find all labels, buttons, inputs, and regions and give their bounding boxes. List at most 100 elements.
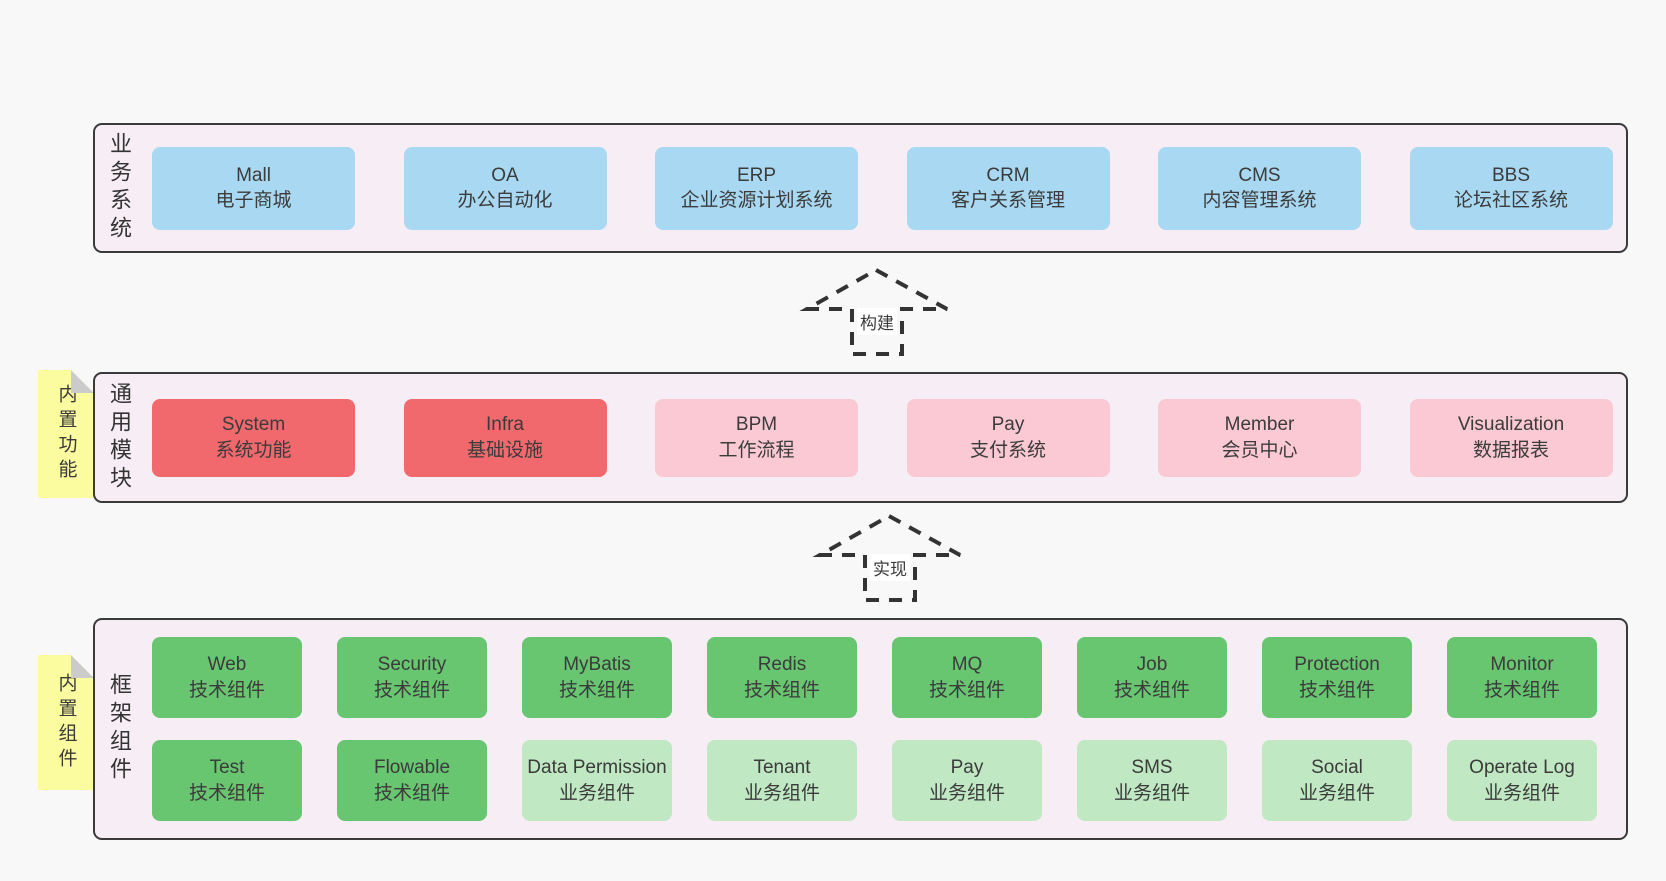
modules-rows: System 系统功能 Infra 基础设施 BPM 工作流程 Pay 支付系统… (143, 374, 1626, 501)
box-subtitle: 技术组件 (558, 679, 635, 701)
box-subtitle: 业务组件 (1113, 782, 1190, 804)
business-rows: Mall 电子商城 OA 办公自动化 ERP 企业资源计划系统 CRM 客户关系… (143, 125, 1626, 251)
box-pay-module: Pay 支付系统 (906, 398, 1110, 477)
box-title: Data Permission (527, 757, 667, 779)
box-subtitle: 论坛社区系统 (1453, 190, 1568, 211)
box-subtitle: 系统功能 (215, 439, 292, 461)
framework-row-2: Test 技术组件 Flowable 技术组件 Data Permission … (152, 740, 1613, 821)
box-subtitle: 数据报表 (1472, 439, 1549, 461)
box-infra: Infra 基础设施 (403, 398, 607, 477)
box-title: Mall (236, 164, 271, 186)
note-label: 内置功能 (55, 384, 77, 484)
box-subtitle: 技术组件 (188, 679, 265, 701)
box-pay-component: Pay 业务组件 (892, 740, 1042, 821)
box-job: Job 技术组件 (1077, 637, 1227, 718)
box-crm: CRM 客户关系管理 (906, 146, 1110, 230)
box-subtitle: 技术组件 (188, 782, 265, 804)
framework-row-1: Web 技术组件 Security 技术组件 MyBatis 技术组件 Redi… (152, 637, 1613, 718)
box-erp: ERP 企业资源计划系统 (655, 146, 858, 230)
box-data-permission: Data Permission 业务组件 (522, 740, 672, 821)
box-visualization: Visualization 数据报表 (1409, 398, 1613, 477)
box-title: Security (377, 654, 447, 676)
section-common-modules: 通用模块 System 系统功能 Infra 基础设施 BPM 工作流程 Pay… (93, 372, 1628, 503)
box-title: Monitor (1490, 654, 1554, 676)
box-social: Social 业务组件 (1262, 740, 1412, 821)
box-subtitle: 业务组件 (1298, 782, 1375, 804)
box-title: Tenant (753, 757, 811, 779)
box-title: MQ (951, 654, 983, 676)
box-flowable: Flowable 技术组件 (337, 740, 487, 821)
box-subtitle: 工作流程 (718, 439, 795, 461)
box-subtitle: 技术组件 (928, 679, 1005, 701)
section-business-label: 业务系统 (107, 132, 132, 244)
box-title: System (221, 414, 286, 436)
box-title: BPM (735, 414, 778, 436)
section-business-systems: 业务系统 Mall 电子商城 OA 办公自动化 ERP 企业资源计划系统 CRM… (93, 123, 1628, 253)
box-subtitle: 基础设施 (466, 439, 543, 461)
box-subtitle: 企业资源计划系统 (680, 190, 833, 211)
box-system: System 系统功能 (152, 398, 355, 477)
box-title: Operate Log (1469, 757, 1575, 779)
section-framework-components: 框架组件 Web 技术组件 Security 技术组件 MyBatis 技术组件… (93, 618, 1628, 840)
box-title: Web (207, 654, 247, 676)
box-subtitle: 技术组件 (1298, 679, 1375, 701)
implement-arrow: 实现 (810, 510, 970, 606)
note-built-in-components: 内置组件 (38, 655, 94, 790)
section-modules-label: 通用模块 (107, 381, 132, 494)
folded-corner-icon (71, 655, 94, 678)
box-bpm: BPM 工作流程 (655, 398, 858, 477)
box-subtitle: 技术组件 (373, 782, 450, 804)
box-subtitle: 业务组件 (743, 782, 820, 804)
box-title: Visualization (1457, 414, 1565, 436)
box-monitor: Monitor 技术组件 (1447, 637, 1597, 718)
box-oa: OA 办公自动化 (403, 146, 607, 230)
box-title: Job (1136, 654, 1168, 676)
framework-rows: Web 技术组件 Security 技术组件 MyBatis 技术组件 Redi… (143, 620, 1626, 838)
box-title: BBS (1491, 164, 1531, 186)
box-subtitle: 内容管理系统 (1202, 190, 1317, 211)
box-subtitle: 办公自动化 (457, 190, 553, 211)
section-framework-label: 框架组件 (107, 673, 132, 785)
box-title: ERP (736, 164, 777, 186)
box-title: Protection (1294, 654, 1380, 676)
box-bbs: BBS 论坛社区系统 (1409, 146, 1613, 230)
box-subtitle: 业务组件 (558, 782, 635, 804)
note-label: 内置组件 (55, 672, 77, 773)
box-redis: Redis 技术组件 (707, 637, 857, 718)
box-title: MyBatis (563, 654, 631, 676)
box-title: Flowable (373, 757, 451, 779)
box-mybatis: MyBatis 技术组件 (522, 637, 672, 718)
box-title: CMS (1238, 164, 1281, 186)
box-web: Web 技术组件 (152, 637, 302, 718)
box-test: Test 技术组件 (152, 740, 302, 821)
box-tenant: Tenant 业务组件 (707, 740, 857, 821)
box-security: Security 技术组件 (337, 637, 487, 718)
box-subtitle: 技术组件 (1113, 679, 1190, 701)
box-title: Pay (950, 757, 984, 779)
box-sms: SMS 业务组件 (1077, 740, 1227, 821)
box-title: Redis (757, 654, 807, 676)
box-member: Member 会员中心 (1158, 398, 1361, 477)
box-title: SMS (1131, 757, 1173, 779)
box-title: Social (1311, 757, 1363, 779)
box-subtitle: 业务组件 (1483, 782, 1560, 804)
modules-row: System 系统功能 Infra 基础设施 BPM 工作流程 Pay 支付系统… (152, 398, 1613, 477)
box-subtitle: 会员中心 (1221, 439, 1298, 461)
box-title: Test (209, 757, 245, 779)
box-title: OA (491, 164, 519, 186)
box-title: Member (1224, 414, 1295, 436)
box-subtitle: 电子商城 (215, 190, 292, 211)
box-operate-log: Operate Log 业务组件 (1447, 740, 1597, 821)
build-arrow: 构建 (797, 264, 957, 360)
implement-arrow-label: 实现 (870, 554, 910, 581)
box-title: CRM (986, 164, 1030, 186)
box-title: Pay (991, 414, 1025, 436)
box-subtitle: 技术组件 (743, 679, 820, 701)
build-arrow-label: 构建 (857, 308, 897, 335)
box-subtitle: 技术组件 (373, 679, 450, 701)
business-row: Mall 电子商城 OA 办公自动化 ERP 企业资源计划系统 CRM 客户关系… (152, 146, 1613, 230)
box-subtitle: 技术组件 (1483, 679, 1560, 701)
box-mall: Mall 电子商城 (152, 146, 355, 230)
box-protection: Protection 技术组件 (1262, 637, 1412, 718)
